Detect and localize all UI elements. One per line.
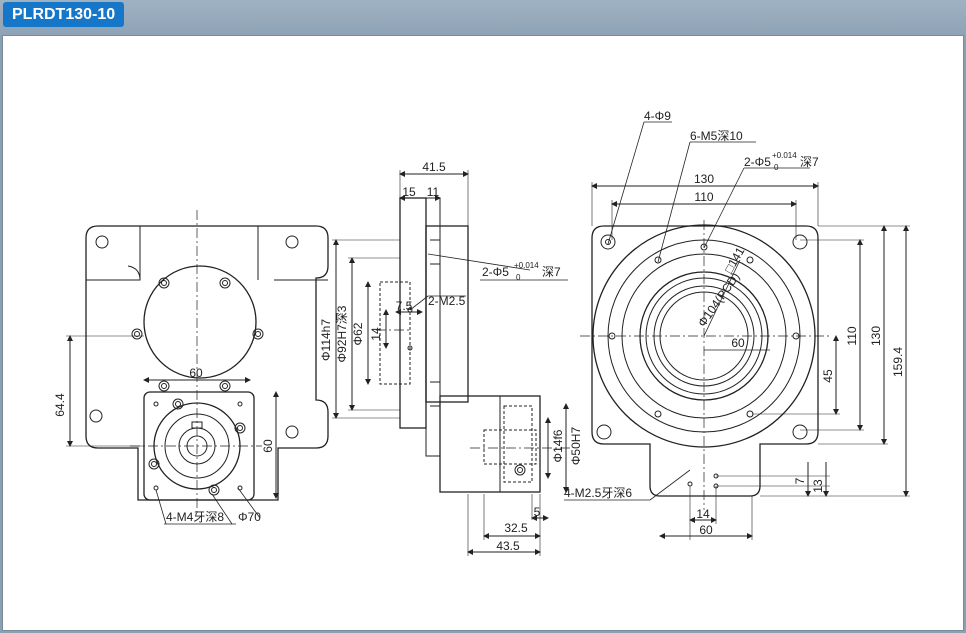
model-badge: PLRDT130-10 [3, 2, 125, 27]
dim-130-top: 130 [694, 172, 714, 186]
rear-view [66, 210, 329, 525]
front-dowel-tol-low: 0 [774, 163, 779, 172]
side-dowel-depth: 深7 [542, 265, 561, 279]
label-6-m5: 6-M5深10 [690, 129, 743, 143]
label-4-m4: 4-M4牙深8 [166, 510, 224, 524]
dim-60-flange: 60 [189, 366, 203, 380]
dim-110-top: 110 [694, 190, 713, 204]
front-dowel-depth: 深7 [800, 155, 819, 169]
side-view [332, 170, 570, 556]
dim-60-side: 60 [261, 439, 275, 453]
dim-5: 5 [534, 505, 541, 519]
label-4-m2-5: 4-M2.5牙深6 [564, 486, 632, 500]
dim-phi62: Φ62 [351, 322, 365, 345]
dim-159-4: 159.4 [891, 347, 905, 377]
dim-41-5: 41.5 [422, 160, 446, 174]
dim-110-right: 110 [845, 326, 859, 345]
label-phi70: Φ70 [238, 510, 261, 524]
dim-13: 13 [811, 479, 825, 493]
side-dowel-label: 2-Φ5 [482, 265, 509, 279]
dim-7-5: 7.5 [396, 299, 413, 313]
side-dowel-tol-low: 0 [516, 273, 521, 282]
label-4-phi9: 4-Φ9 [644, 109, 671, 123]
side-dowel-tol: +0.014 [514, 261, 539, 270]
dim-phi114: Φ114h7 [319, 319, 333, 361]
side-tap-label: 2-M2.5 [428, 294, 466, 308]
front-view [564, 121, 910, 540]
dim-45: 45 [821, 369, 835, 383]
drawing-sheet [2, 35, 964, 631]
dim-64-4: 64.4 [53, 393, 67, 417]
front-dowel-tol: +0.014 [772, 151, 797, 160]
dim-phi50: Φ50H7 [569, 427, 583, 466]
dim-phi14: Φ14f6 [551, 429, 565, 462]
dim-60-mid: 60 [731, 336, 745, 350]
dim-14-front: 14 [696, 507, 710, 521]
dim-32-5: 32.5 [504, 521, 528, 535]
front-dowel-label: 2-Φ5 [744, 155, 771, 169]
dim-43-5: 43.5 [496, 539, 520, 553]
dim-60-bottom: 60 [699, 523, 713, 537]
dim-7: 7 [793, 477, 807, 484]
dim-11: 11 [427, 185, 440, 199]
dim-pcd: Φ104(PCD) [695, 270, 743, 330]
dim-15: 15 [402, 185, 416, 199]
dim-130-right: 130 [869, 326, 883, 346]
dim-phi92: Φ92H7深3 [335, 305, 349, 362]
dim-14-side: 14 [369, 327, 383, 341]
title-bar: PLRDT130-10 [0, 0, 966, 35]
